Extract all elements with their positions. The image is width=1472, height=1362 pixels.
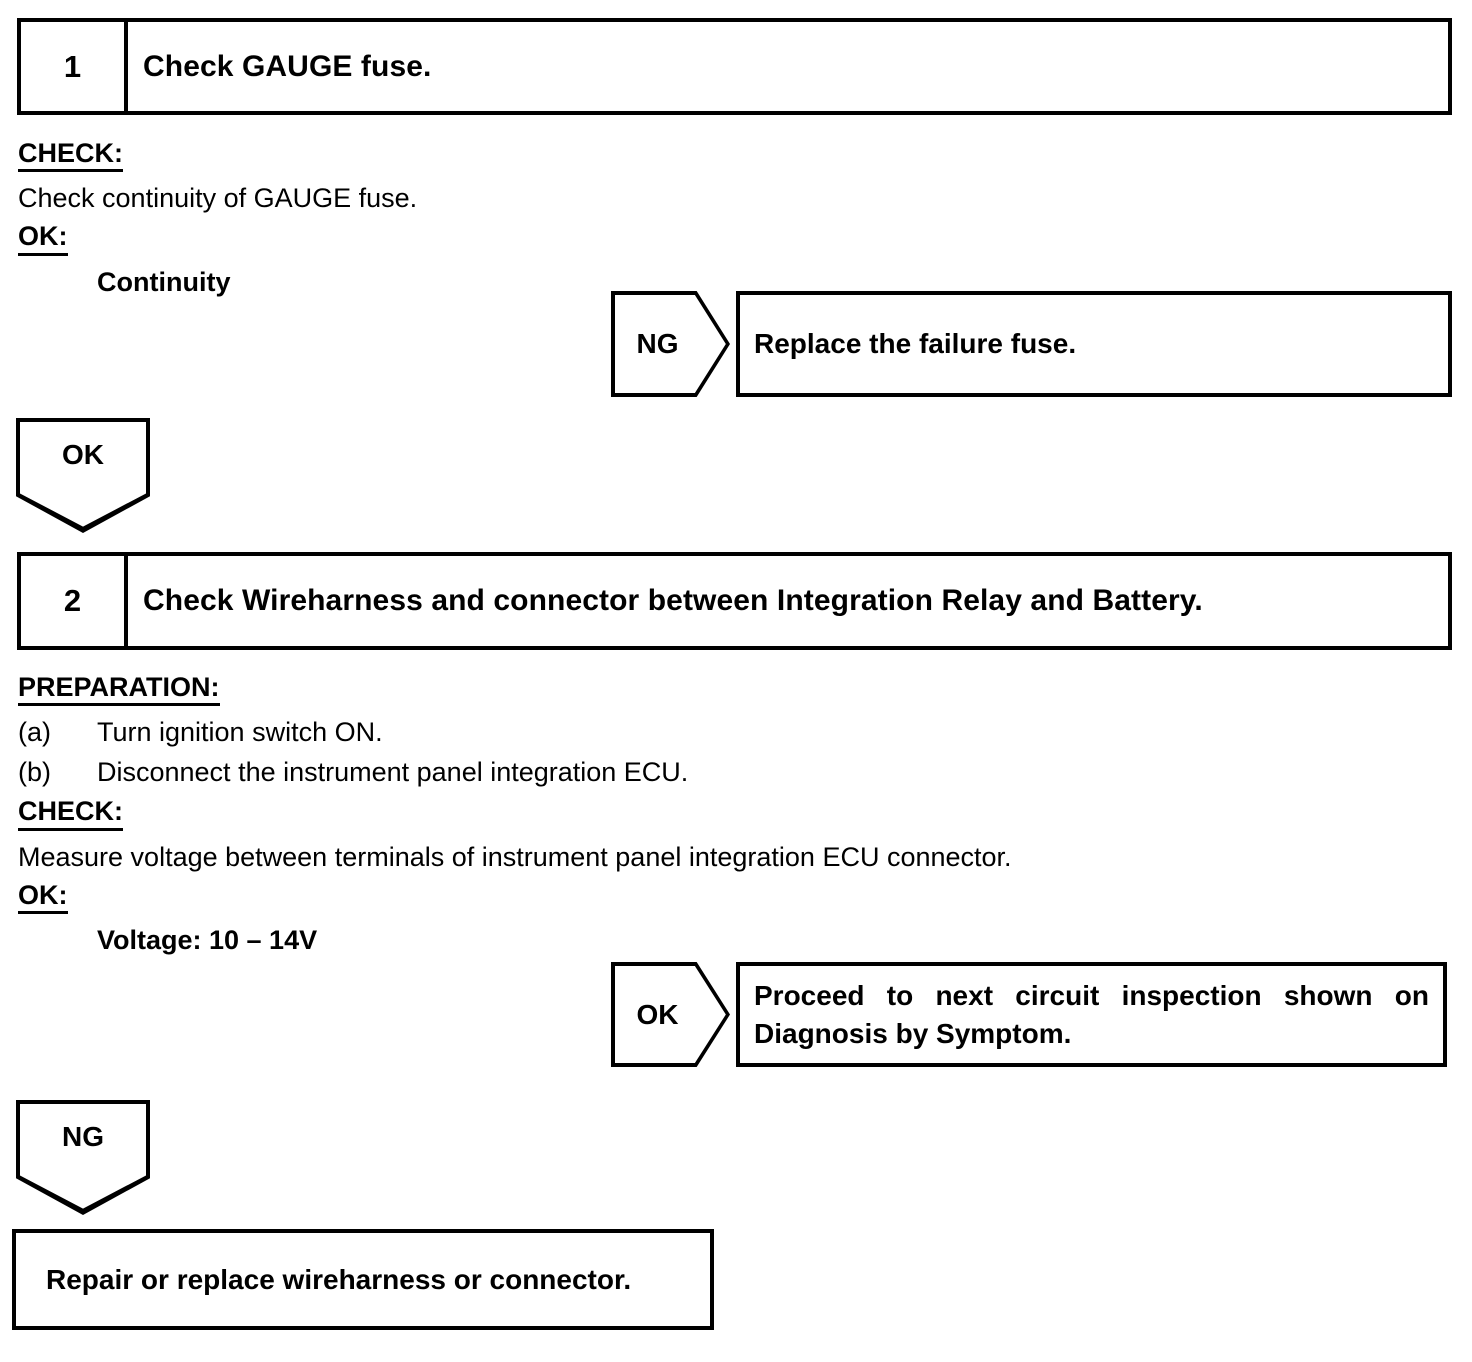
step-1-title: Check GAUGE fuse. [143, 49, 432, 83]
step-1-ok-label: OK: [18, 221, 68, 256]
step-2-check-text: Measure voltage between terminals of ins… [18, 841, 1012, 872]
step-1-check-text: Check continuity of GAUGE fuse. [18, 183, 418, 214]
step-2-ok-label: OK: [18, 880, 68, 915]
ng-connector-step2: NG [16, 1100, 150, 1215]
step-1-check-label: CHECK: [18, 138, 123, 173]
final-result-box: Repair or replace wireharness or connect… [12, 1229, 714, 1330]
step-1-detail-block: CHECK: Check continuity of GAUGE fuse. O… [18, 138, 918, 300]
step-1-ok-spec: Continuity [97, 266, 231, 297]
step-1-ng-result-box: Replace the failure fuse. [736, 291, 1452, 397]
prep-item-a-tag: (a) [18, 717, 51, 748]
step-2-detail-block: PREPARATION: (a) Turn ignition switch ON… [18, 672, 1268, 958]
step-2-ok-result-text: Proceed to next circuit inspection shown… [754, 980, 1429, 1049]
step-2-number: 2 [21, 556, 128, 646]
step-2-ok-result-row: OK Proceed to next circuit inspection sh… [611, 962, 1447, 1067]
ok-arrow-label: OK [636, 998, 679, 1030]
step-2-preparation-item-b: (b) Disconnect the instrument panel inte… [18, 755, 1268, 791]
step-2-title: Check Wireharness and connector between … [143, 584, 1203, 617]
ng-connector-label: NG [62, 1121, 104, 1152]
step-2-header-box: 2 Check Wireharness and connector betwee… [17, 552, 1452, 650]
step-1-number: 1 [21, 22, 128, 111]
ok-arrow-tag-step2: OK [611, 962, 730, 1067]
step-2-ok-result-box: Proceed to next circuit inspection shown… [736, 962, 1447, 1067]
ng-pentagon-shape-icon [16, 1100, 150, 1215]
step-2-ok-spec: Voltage: 10 – 14V [97, 925, 318, 956]
prep-item-a-text: Turn ignition switch ON. [97, 717, 383, 748]
final-result-text: Repair or replace wireharness or connect… [46, 1263, 632, 1295]
step-1-ng-result-text: Replace the failure fuse. [754, 328, 1077, 360]
step-2-check-label: CHECK: [18, 796, 123, 831]
ok-pentagon-shape-icon [16, 418, 150, 533]
step-2-preparation-label: PREPARATION: [18, 672, 220, 707]
ok-connector-step1: OK [16, 418, 150, 533]
step-1-header-box: 1 Check GAUGE fuse. [17, 18, 1452, 115]
prep-item-b-tag: (b) [18, 756, 51, 787]
ng-arrow-tag-step1: NG [611, 291, 730, 397]
ok-connector-label: OK [62, 439, 104, 470]
step-1-ng-result-row: NG Replace the failure fuse. [611, 291, 1452, 397]
ng-arrow-label: NG [636, 328, 679, 359]
prep-item-b-text: Disconnect the instrument panel integrat… [97, 756, 689, 787]
step-2-preparation-item-a: (a) Turn ignition switch ON. [18, 715, 1268, 751]
